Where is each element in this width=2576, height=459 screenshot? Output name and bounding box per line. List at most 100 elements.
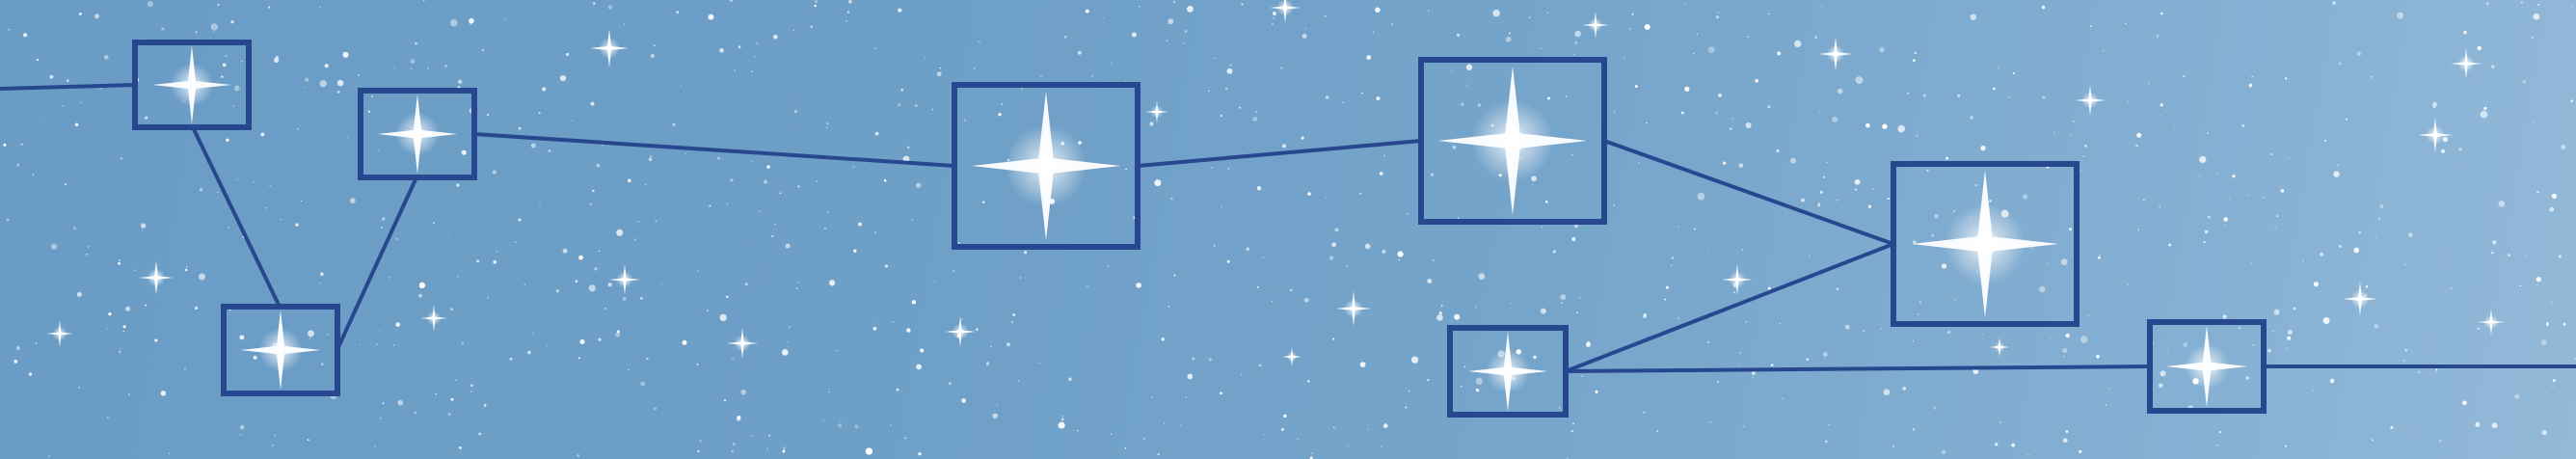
background-star — [2537, 3, 2540, 6]
background-star — [2199, 155, 2207, 164]
background-star — [194, 306, 199, 310]
background-star — [2491, 65, 2495, 68]
background-star — [1751, 370, 1756, 375]
background-star — [2514, 393, 2520, 399]
background-star — [1572, 422, 1575, 425]
background-star — [963, 119, 966, 122]
background-star — [2251, 75, 2253, 78]
background-star — [80, 101, 82, 103]
background-star — [374, 446, 377, 447]
background-star — [1677, 317, 1679, 319]
background-star — [6, 218, 10, 222]
background-star — [470, 384, 473, 388]
background-star — [217, 3, 220, 6]
background-star — [1436, 314, 1443, 321]
background-star — [1824, 440, 1828, 444]
background-star — [2206, 131, 2209, 134]
background-star — [78, 386, 81, 389]
background-star — [640, 381, 646, 387]
background-star — [2053, 131, 2055, 133]
background-star — [518, 126, 522, 130]
background-star — [1717, 12, 1719, 14]
background-star — [1912, 428, 1916, 431]
background-star — [936, 71, 942, 77]
background-star — [852, 166, 855, 169]
background-star — [15, 346, 20, 350]
background-star — [846, 11, 849, 14]
background-star — [1382, 249, 1386, 255]
background-star — [423, 0, 425, 2]
background-star — [1634, 85, 1638, 89]
background-star — [2365, 285, 2369, 288]
background-star — [2065, 333, 2070, 338]
background-star — [1324, 14, 1327, 17]
background-star — [2337, 164, 2339, 167]
background-star — [2267, 348, 2271, 353]
background-star — [604, 307, 607, 310]
background-star — [2498, 201, 2506, 207]
background-star — [2229, 198, 2231, 200]
background-star — [571, 120, 574, 122]
background-star — [2160, 103, 2163, 107]
background-star — [320, 363, 324, 366]
background-star — [918, 452, 922, 456]
background-star — [236, 178, 238, 180]
background-star — [1794, 40, 1802, 48]
background-star — [872, 326, 877, 331]
constellation-lines — [0, 83, 2576, 373]
background-star — [2223, 217, 2228, 222]
background-star — [184, 268, 188, 272]
background-star — [447, 233, 450, 235]
background-star — [1478, 273, 1486, 280]
background-star — [327, 334, 329, 336]
background-star — [765, 447, 768, 450]
background-star — [868, 451, 870, 454]
background-star — [359, 344, 361, 346]
background-star — [199, 188, 203, 192]
background-star — [650, 155, 653, 158]
background-star — [1063, 35, 1067, 39]
background-star — [786, 340, 788, 343]
background-star — [771, 234, 774, 237]
background-star — [120, 348, 121, 350]
sparkle-icon — [1437, 66, 1588, 216]
background-star — [754, 56, 756, 58]
background-star — [1272, 11, 1277, 16]
background-star — [828, 388, 831, 391]
background-star — [1540, 308, 1546, 314]
background-star — [539, 202, 541, 204]
background-star — [1184, 30, 1188, 33]
background-star — [1989, 200, 1992, 202]
background-star — [1464, 84, 1467, 86]
background-star — [1561, 302, 1563, 305]
background-star — [1914, 51, 1917, 55]
background-star — [1359, 192, 1362, 195]
background-star — [764, 179, 768, 184]
background-star — [1220, 114, 1223, 118]
background-star — [1980, 145, 1986, 151]
background-star — [839, 419, 842, 422]
background-star — [1252, 116, 1258, 122]
background-star — [210, 23, 218, 31]
background-star — [1643, 411, 1646, 414]
background-star — [740, 389, 746, 395]
background-star — [2428, 40, 2430, 42]
background-star — [795, 287, 798, 289]
background-star — [1954, 298, 1956, 301]
background-star — [504, 18, 507, 20]
background-star — [2241, 124, 2245, 127]
background-star — [1256, 186, 1262, 191]
background-star — [2089, 25, 2092, 28]
sparkle-icon — [2343, 282, 2377, 316]
background-star — [358, 74, 361, 76]
background-star — [1855, 76, 1864, 85]
background-star — [1643, 313, 1647, 317]
background-star — [1243, 269, 1245, 271]
background-star — [548, 149, 551, 153]
background-star — [1946, 331, 1951, 335]
background-star — [2147, 82, 2150, 85]
background-star — [35, 342, 38, 344]
background-star — [1280, 427, 1284, 431]
background-star — [719, 48, 724, 53]
background-star — [823, 227, 827, 230]
